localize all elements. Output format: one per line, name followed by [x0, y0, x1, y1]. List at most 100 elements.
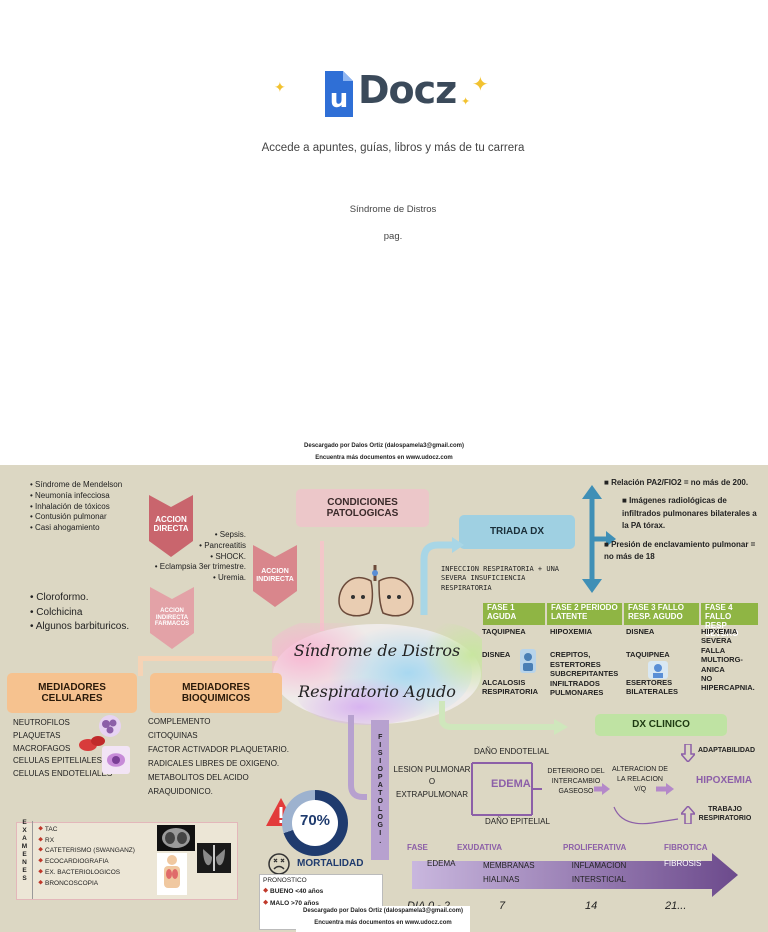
tac-scan-icon [157, 825, 195, 851]
svg-text:u: u [330, 84, 349, 114]
xray-icon [197, 843, 231, 873]
list-item: NEUTROFILOS [13, 718, 70, 727]
more-documents-link[interactable]: Encuentra más documentos en www.udocz.co… [314, 920, 452, 926]
celulares-list: NEUTROFILOS PLAQUETAS MACROFAGOS CELULAS… [13, 717, 112, 781]
drugs-list: Cloroformo. Colchicina Algunos barbituri… [30, 591, 129, 635]
criteria-list: ■ Relación PA2/FIO2 = no más de 200. ■ I… [604, 477, 760, 563]
list-item: Síndrome de Mendelson [30, 480, 122, 491]
list-item: FACTOR ACTIVADOR PLAQUETARIO. [148, 745, 289, 754]
timeline-row: INFLAMACION INTERSTICIAL [571, 861, 627, 884]
accion-indirecta-chevron: ACCION INDIRECTA [253, 545, 297, 607]
connector-line [138, 656, 278, 661]
curved-arrow-icon [420, 537, 464, 615]
timeline-header: FIBROTICA [664, 843, 708, 852]
divider [32, 821, 33, 899]
document-title: Síndrome de Distros [349, 204, 437, 215]
more-documents-link[interactable]: Encuentra más documentos en www.udocz.co… [315, 455, 453, 461]
center-title-line2: Respiratorio Agudo [298, 682, 456, 701]
pronostico-bueno: ⯁ BUENO <40 años [263, 888, 324, 895]
dano-epitelial-label: DAÑO EPITELIAL [485, 817, 550, 826]
list-item: MACROFAGOS [13, 743, 71, 753]
list-item: Inhalación de tóxicos [30, 502, 122, 513]
macrophage-icon [102, 746, 130, 774]
list-item: ⯁ CATETERISMO (SWANGANZ) [38, 847, 135, 855]
list-item: CELULAS ENDOTELIALES [13, 769, 113, 779]
list-item: CITOQUINAS [148, 731, 198, 740]
alteracion-text: ALTERACION DE LA RELACION V/Q [612, 766, 668, 794]
timeline-header: FASE [407, 843, 428, 852]
bracket-arrow-icon [582, 485, 616, 593]
list-item: ⯁ EX. BACTERIOLOGICOS [38, 868, 121, 876]
lungs-icon [338, 565, 414, 617]
list-item: Colchicina [30, 606, 129, 621]
infeccion-text: INFECCION RESPIRATORIA + UNA SEVERA INSU… [441, 565, 560, 592]
phase-column: HIPOXEMIA CREPITOS, ESTERTORES SUBCREPIT… [550, 627, 619, 697]
phase-header: FASE 1 AGUDA [483, 603, 545, 625]
curve-arrow-icon [613, 806, 679, 825]
list-item: ⯁ ECOCARDIOGRAFIA [38, 858, 109, 866]
list-item: Casi ahogamiento [30, 523, 122, 534]
anatomy-icon [157, 853, 187, 895]
udocz-logo[interactable]: u Docz [318, 66, 458, 122]
fisiopatologia-label: FISIOPATOLOGI. [371, 720, 389, 860]
pathophysiology-arrows [471, 762, 674, 816]
sad-face-icon [268, 853, 290, 875]
list-item: Contusión pulmonar [30, 512, 122, 523]
lesion-text: LESION PULMONAR O EXTRAPULMONAR [393, 765, 471, 799]
edema-label: EDEMA [491, 778, 531, 790]
timeline-day: 7 [499, 900, 506, 912]
list-item: Cloroformo. [30, 591, 129, 606]
udocz-wordmark: Docz [358, 68, 457, 112]
phase-header: FASE 2 PERIODO LATENTE [547, 603, 622, 625]
phase-header: FASE 4 FALLO RESP SEVERO [701, 603, 758, 638]
timeline-row: MEMBRANAS HIALINAS [483, 861, 535, 884]
mediadores-bioquimicos-box: MEDIADORES BIOQUIMICOS [150, 673, 282, 713]
list-item: Neumonía infecciosa [30, 491, 122, 502]
pronostico-malo: ⯁ MALO >70 años [263, 900, 319, 907]
hipoxemia-label: HIPOXEMIA [696, 775, 753, 786]
phase-header: FASE 3 FALLO RESP. AGUDO [624, 603, 699, 625]
phase-column: DISNEA TAQUIPNEA ESERTORES BILATERALES [626, 627, 678, 697]
indirect-causes-list: • Sepsis. • Pancreatitis • SHOCK. • Ecla… [128, 530, 246, 584]
list-item: • Uremia. [212, 573, 246, 583]
timeline-day: 14 [585, 900, 598, 912]
udocz-badge-icon: u [325, 71, 353, 117]
deterioro-text: DETERIORO DEL INTERCAMBIO GASEOSO [547, 768, 605, 795]
list-item: ■ Imágenes radiológicas de infiltrados p… [622, 496, 757, 531]
list-item: • Eclampsia 3er trimestre. [154, 562, 246, 572]
timeline-row: FIBROSIS [664, 859, 702, 868]
list-item: ⯁ RX [38, 836, 55, 844]
phase-column: HIPXEMIA SEVERA FALLA MULTIORG-ANICA NO … [701, 627, 755, 693]
list-item: ■ Presión de enclavamiento pulmonar = no… [604, 539, 756, 561]
down-arrow-icon [681, 744, 695, 762]
list-item: METABOLITOS DEL ACIDO ARAQUIDONICO. [148, 773, 249, 796]
timeline-arrow [412, 853, 738, 897]
list-item: • Pancreatitis [199, 540, 246, 550]
examenes-list: ⯁ TAC ⯁ RX ⯁ CATETERISMO (SWANGANZ) ⯁ EC… [38, 825, 135, 889]
download-credit: Descargado por Dalos Ortiz (dalospamela3… [304, 443, 464, 449]
green-arrow-icon [439, 701, 568, 735]
list-item: COMPLEMENTO [148, 717, 211, 726]
download-credit: Descargado por Dalos Ortiz (dalospamela3… [303, 908, 463, 914]
examenes-label: EXAMENES [21, 819, 28, 883]
list-item: • Sepsis. [214, 530, 246, 539]
trabajo-label: TRABAJO RESPIRATORIO [698, 806, 752, 823]
mortality-ring [282, 790, 348, 856]
condiciones-patologicas-box: CONDICIONES PATOLOGICAS [296, 489, 429, 527]
direct-causes-list: Síndrome de Mendelson Neumonía infeccios… [30, 480, 122, 534]
timeline-header: PROLIFERATIVA [563, 843, 627, 852]
platelets-icon [79, 736, 105, 751]
neutrophil-icon [99, 715, 121, 737]
bioquimicos-list: COMPLEMENTO CITOQUINAS FACTOR ACTIVADOR … [148, 715, 289, 799]
watercolor-cloud-icon [272, 623, 482, 725]
up-arrow-icon [681, 806, 695, 824]
purple-arrow-icon [348, 715, 367, 800]
accion-farmacos-chevron: ACCION INDIRECTA FARMACOS [150, 587, 194, 649]
patient-icon [520, 649, 536, 673]
list-item: Algunos barbituricos. [30, 620, 129, 635]
connector-line [320, 541, 324, 631]
timeline-day: 21... [665, 900, 687, 912]
sparkle-icon: ✦ [461, 96, 471, 108]
sdra-concept-map: Síndrome de Mendelson Neumonía infeccios… [0, 465, 768, 932]
list-item: ⯁ BRONCOSCOPIA [38, 879, 99, 887]
